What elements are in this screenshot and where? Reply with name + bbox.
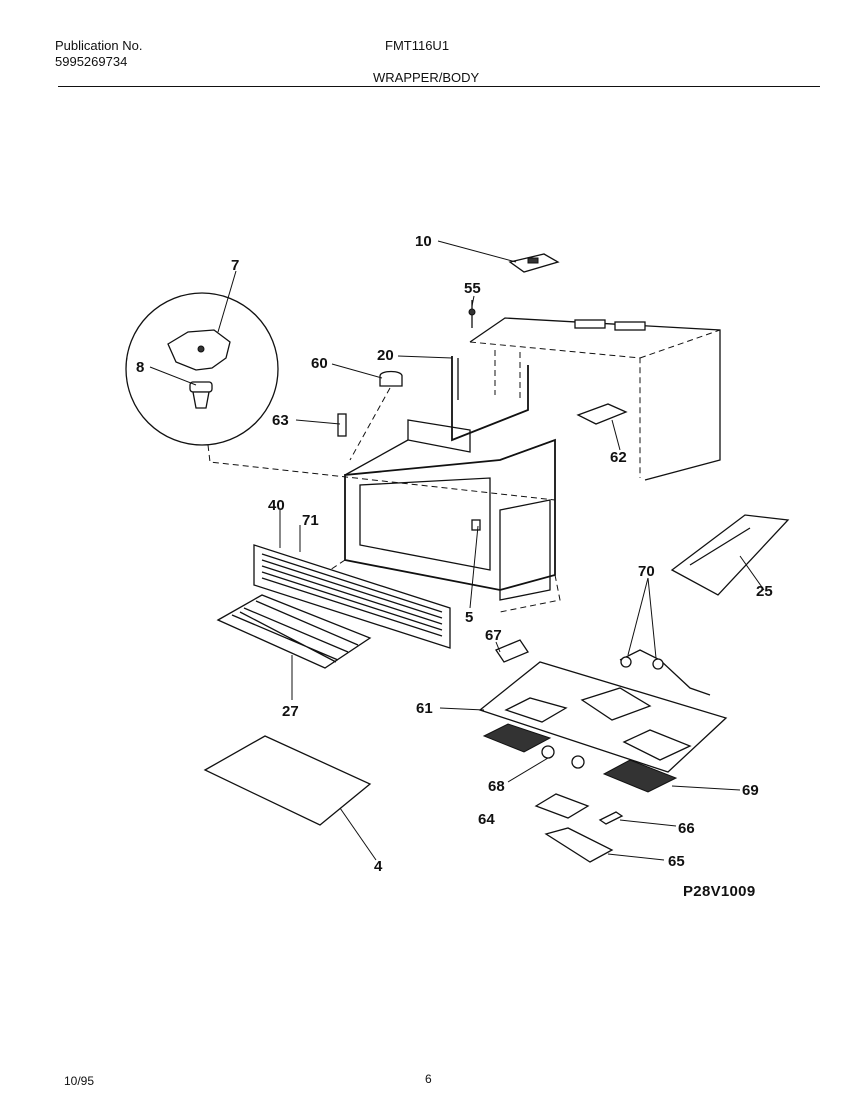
callout-64: 64 xyxy=(478,811,495,828)
callout-27: 27 xyxy=(282,703,299,720)
callout-61: 61 xyxy=(416,700,433,717)
part-25-shape xyxy=(670,514,790,596)
page-number: 6 xyxy=(425,1072,432,1086)
publication-number: 5995269734 xyxy=(55,54,128,69)
callout-10: 10 xyxy=(415,233,432,250)
model-number: FMT116U1 xyxy=(385,38,450,53)
callout-8: 8 xyxy=(136,359,144,376)
callout-67: 67 xyxy=(485,627,502,644)
turntable-detail xyxy=(125,292,556,501)
header-rule xyxy=(58,86,820,87)
base-plate xyxy=(478,661,728,793)
diagram-code: P28V1009 xyxy=(683,883,756,900)
callout-7: 7 xyxy=(231,257,239,274)
callout-20: 20 xyxy=(377,347,394,364)
footer-date: 10/95 xyxy=(64,1074,95,1088)
callout-63: 63 xyxy=(272,412,289,429)
callout-65: 65 xyxy=(668,853,685,870)
grease-filter xyxy=(216,594,372,669)
front-grille xyxy=(253,510,451,649)
callout-55: 55 xyxy=(464,280,481,297)
callout-25: 25 xyxy=(756,583,773,600)
callout-68: 68 xyxy=(488,778,505,795)
callout-62: 62 xyxy=(610,449,627,466)
callout-66: 66 xyxy=(678,820,695,837)
publication-label: Publication No. xyxy=(55,38,143,53)
part-4-shape xyxy=(203,735,372,826)
callout-69: 69 xyxy=(742,782,759,799)
callout-40: 40 xyxy=(268,497,285,514)
wrapper-cabinet xyxy=(469,317,721,481)
callout-5: 5 xyxy=(465,609,473,626)
callout-4: 4 xyxy=(374,858,383,875)
section-title: WRAPPER/BODY xyxy=(373,70,480,85)
callout-70: 70 xyxy=(638,563,655,580)
callout-71: 71 xyxy=(302,512,319,529)
callout-60: 60 xyxy=(311,355,328,372)
